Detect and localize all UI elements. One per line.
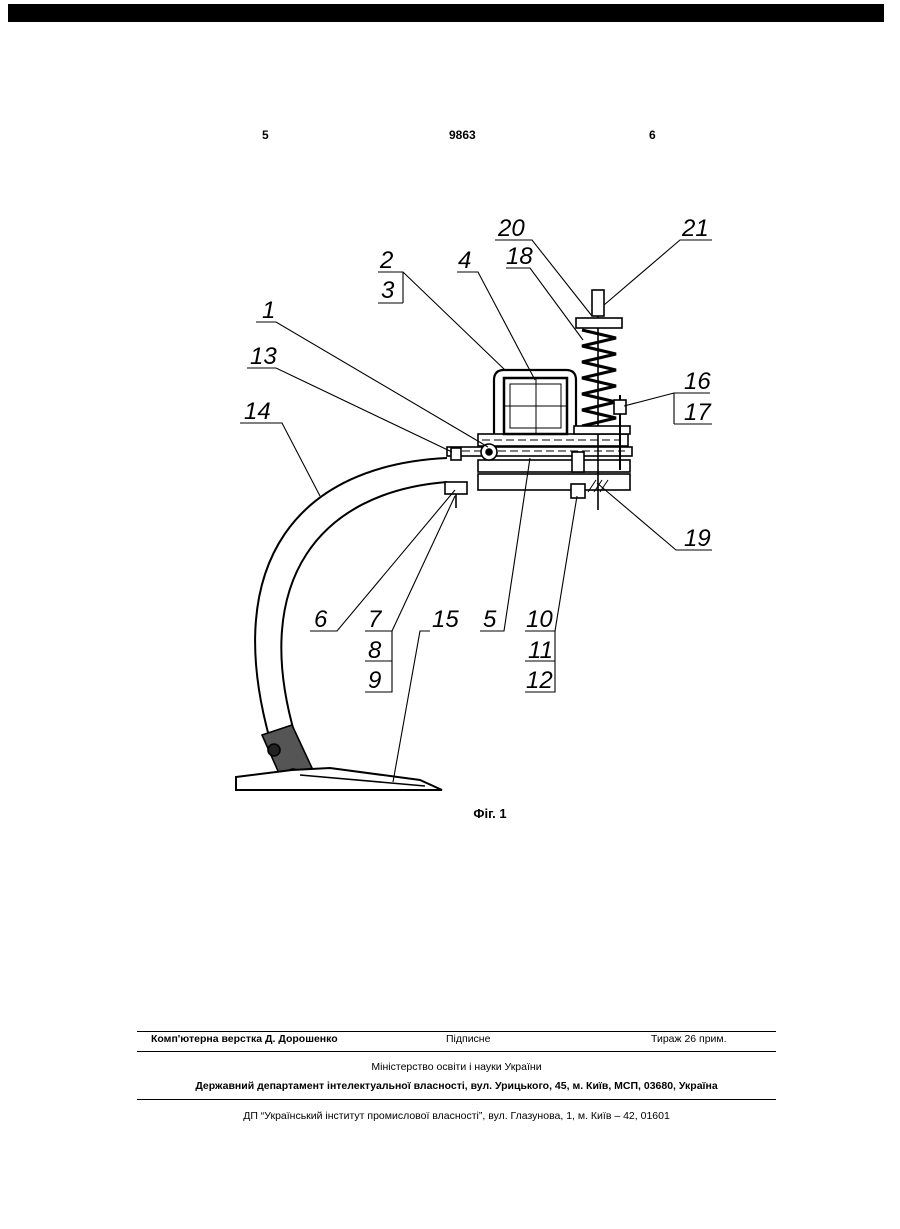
nut-right [571,484,585,498]
spring-seat [574,426,630,434]
clamp-bolt-upper [268,744,280,756]
spring-cap [576,318,622,328]
label-17: 17 [684,399,712,426]
nut-left [445,482,467,494]
spring-coil [582,330,616,426]
label-18: 18 [506,243,533,270]
label-14: 14 [244,398,271,425]
shank-outer [255,458,447,740]
footer-typesetting: Комп'ютерна верстка Д. Дорошенко [151,1033,338,1045]
label-20: 20 [497,215,525,242]
bolt-head-left [451,448,461,460]
footer-rule-middle [137,1051,776,1052]
label-7: 7 [368,606,383,633]
label-16: 16 [684,368,711,395]
label-11: 11 [528,637,553,664]
label-5: 5 [483,606,497,633]
label-21: 21 [681,215,709,242]
rod-nut [592,290,604,316]
footer-institute: ДП “Український інститут промислової вла… [137,1110,776,1122]
footer-circulation: Тираж 26 прим. [651,1033,727,1045]
label-15: 15 [432,606,459,633]
label-10: 10 [526,606,553,633]
footer-signed: Підписне [446,1033,490,1045]
footer-rule-top [137,1031,776,1032]
leader-lines [240,240,712,782]
footer-department: Державний департамент інтелектуальної вл… [137,1080,776,1092]
label-4: 4 [458,247,471,274]
bolt-head-right [572,452,584,472]
middle-plate [478,460,630,472]
shank-inner [281,482,447,735]
figure-caption: Фіг. 1 [0,806,900,821]
footer-rule-bottom [137,1099,776,1100]
label-13: 13 [250,343,277,370]
label-8: 8 [368,637,382,664]
stop-nut [614,400,626,414]
hinge-pin-center [486,449,492,455]
label-3: 3 [381,277,395,304]
label-9: 9 [368,667,381,694]
label-6: 6 [314,606,328,633]
footer-ministry: Міністерство освіти і науки України [137,1061,776,1073]
label-12: 12 [526,667,553,694]
label-2: 2 [379,247,393,274]
label-1: 1 [262,297,275,324]
label-19: 19 [684,525,711,552]
